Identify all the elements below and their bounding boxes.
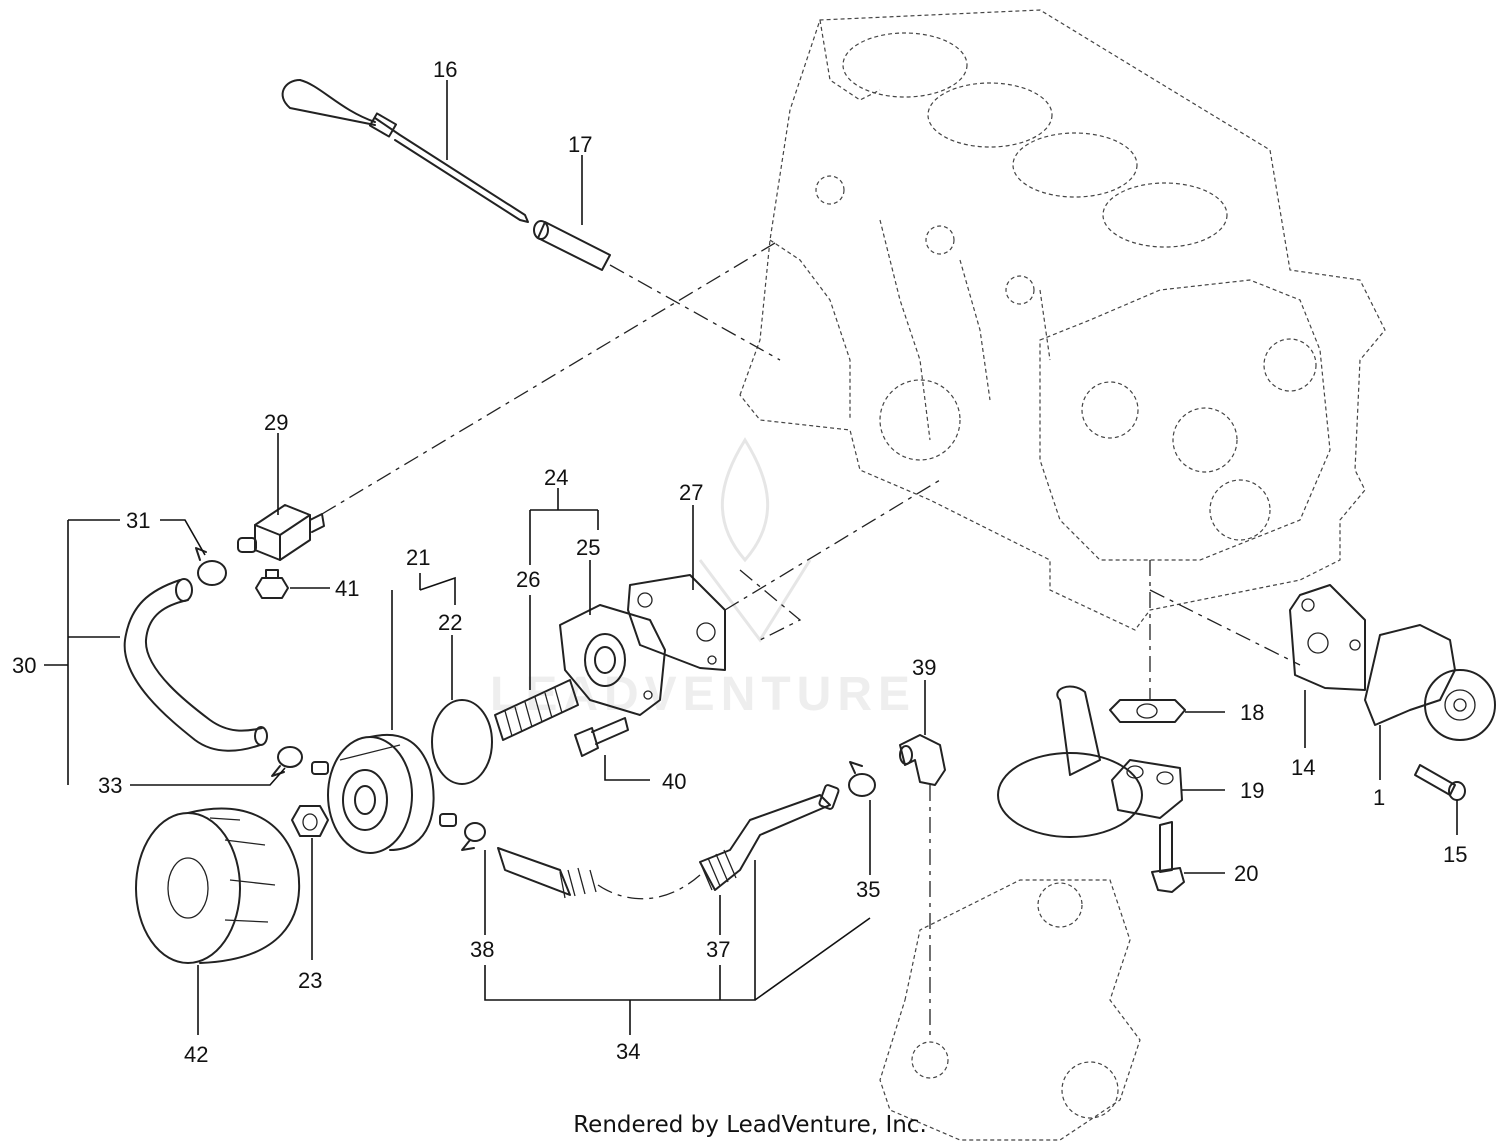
callout-labels: 16 17 29 31 41 30 33 24 25 26 27 21 22 4…: [12, 57, 1467, 1067]
bolt-20-part: [1151, 821, 1185, 893]
callout-33: 33: [98, 773, 122, 798]
hose-clamp-31-part: [195, 547, 227, 586]
callout-39: 39: [912, 655, 936, 680]
callout-34: 34: [616, 1039, 640, 1064]
filter-base-part: [559, 604, 666, 716]
oil-pressure-switch-part: [237, 504, 325, 561]
callout-21: 21: [406, 545, 430, 570]
watermark-text: LEADVENTURE: [490, 668, 916, 721]
dipstick-guide-part: [533, 220, 611, 271]
credit-text: Rendered by LeadVenture, Inc.: [573, 1112, 927, 1138]
oil-pan-housing-drawing: [879, 879, 1141, 1141]
callout-42: 42: [184, 1042, 208, 1067]
oil-strainer-part: [997, 685, 1183, 838]
oil-filter-part: [135, 807, 301, 964]
callout-41: 41: [335, 576, 359, 601]
oil-pump-part: [1289, 584, 1496, 741]
relief-spring-part: [494, 679, 579, 741]
gasket-27-part: [627, 574, 726, 671]
callout-37: 37: [706, 937, 730, 962]
callout-25: 25: [576, 535, 600, 560]
callout-leaders: [44, 80, 1458, 1035]
leadventure-watermark-logo: [698, 437, 812, 643]
dipstick-part: [281, 79, 529, 223]
callout-23: 23: [298, 968, 322, 993]
plug-41-part: [255, 569, 289, 599]
hose-clamp-33-part: [271, 746, 329, 777]
callout-38: 38: [470, 937, 494, 962]
callout-20: 20: [1234, 861, 1258, 886]
gasket-18-part: [1109, 699, 1186, 723]
callout-40: 40: [662, 769, 686, 794]
oil-hose-part: [123, 578, 268, 752]
bolt-40-part: [574, 717, 629, 757]
oil-cooler-part: [327, 733, 435, 854]
callout-17: 17: [568, 132, 592, 157]
callout-18: 18: [1240, 700, 1264, 725]
callout-14: 14: [1291, 755, 1315, 780]
engine-block-drawing: [739, 9, 1386, 631]
callout-15: 15: [1443, 842, 1467, 867]
callout-31: 31: [126, 508, 150, 533]
callout-24: 24: [544, 465, 568, 490]
callout-22: 22: [438, 610, 462, 635]
callout-1: 1: [1373, 785, 1385, 810]
elbow-fitting-part: [899, 734, 946, 786]
callout-16: 16: [433, 57, 457, 82]
lower-hose-part: [439, 784, 840, 900]
o-ring-22-part: [431, 699, 493, 785]
callout-19: 19: [1240, 778, 1264, 803]
assembly-centerlines: [321, 239, 1301, 1040]
callout-35: 35: [856, 877, 880, 902]
bolt-15-part: [1414, 764, 1466, 801]
callout-30: 30: [12, 653, 36, 678]
callout-29: 29: [264, 410, 288, 435]
hose-clamp-35-part: [848, 761, 876, 797]
nut-23-part: [291, 805, 329, 837]
callout-27: 27: [679, 480, 703, 505]
callout-26: 26: [516, 567, 540, 592]
